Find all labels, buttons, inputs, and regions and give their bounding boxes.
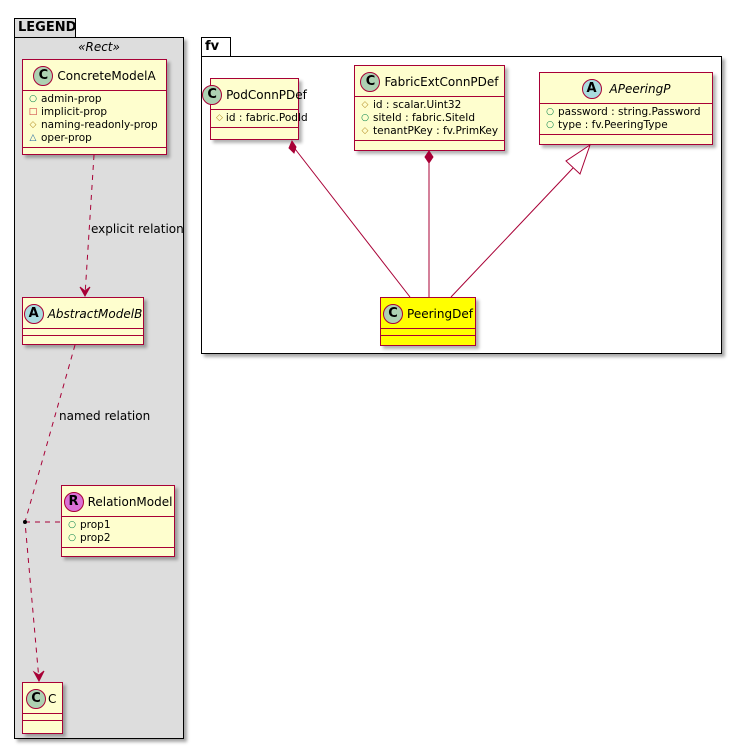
methods-compartment xyxy=(540,135,712,142)
class-badge-icon: C xyxy=(202,84,223,105)
field-text: type : fv.PeeringType xyxy=(558,119,668,131)
field-row: ◇ naming-readonly-prop xyxy=(28,119,161,132)
legend-package-tab: LEGEND xyxy=(14,18,76,38)
protected-visibility-icon: ◇ xyxy=(361,126,369,136)
field-text: siteId : fabric.SiteId xyxy=(373,112,476,124)
field-row: ○ prop2 xyxy=(67,532,169,545)
methods-compartment xyxy=(355,141,504,148)
fv-package-name: fv xyxy=(205,39,220,54)
class-name: APeeringP xyxy=(609,81,671,96)
field-text: tenantPKey : fv.PrimKey xyxy=(373,125,499,137)
fields-compartment xyxy=(23,714,62,721)
relation-badge-icon: R xyxy=(63,491,84,512)
field-row: ◇ tenantPKey : fv.PrimKey xyxy=(360,125,499,138)
protected-visibility-icon: ◇ xyxy=(29,120,37,130)
methods-compartment xyxy=(23,336,143,343)
class-c[interactable]: C C xyxy=(22,682,63,734)
class-name: ConcreteModelA xyxy=(57,68,156,83)
class-badge-icon: C xyxy=(26,688,46,709)
public-visibility-icon: ○ xyxy=(361,113,369,123)
methods-compartment xyxy=(23,148,166,155)
methods-compartment xyxy=(211,128,298,135)
class-badge-icon: C xyxy=(383,303,404,324)
fields-compartment xyxy=(23,329,143,336)
public-visibility-icon: ○ xyxy=(29,94,37,104)
field-text: password : string.Password xyxy=(558,106,701,118)
legend-stereotype: «Rect» xyxy=(78,40,120,54)
field-text: prop2 xyxy=(80,532,111,544)
private-visibility-icon: □ xyxy=(28,107,38,117)
class-abstract-model-b[interactable]: A AbstractModelB xyxy=(22,297,144,345)
class-badge-icon: C xyxy=(33,65,54,86)
methods-compartment xyxy=(62,548,174,555)
class-name: PodConnPDef xyxy=(226,87,307,102)
field-row: ◇ id : scalar.Uint32 xyxy=(360,99,499,112)
class-name: AbstractModelB xyxy=(47,306,143,321)
abstract-badge-icon: A xyxy=(23,303,44,324)
field-row: ○ siteId : fabric.SiteId xyxy=(360,112,499,125)
protected-visibility-icon: ◇ xyxy=(361,100,369,110)
class-name: RelationModel xyxy=(87,494,173,509)
field-row: △ oper-prop xyxy=(28,132,161,145)
class-name: FabricExtConnPDef xyxy=(384,74,499,89)
public-visibility-icon: ○ xyxy=(546,120,554,130)
abstract-badge-icon: A xyxy=(581,78,602,99)
field-row: ◇ id : fabric.PodId xyxy=(216,112,308,125)
class-name: C xyxy=(48,691,57,706)
protected-visibility-icon: ◇ xyxy=(216,113,223,123)
edge-label-explicit-relation: explicit relation xyxy=(91,222,184,236)
public-visibility-icon: ○ xyxy=(68,520,76,530)
public-visibility-icon: ○ xyxy=(546,107,554,117)
class-badge-icon: C xyxy=(360,71,381,92)
class-name: PeeringDef xyxy=(407,306,473,321)
field-text: admin-prop xyxy=(41,93,102,105)
field-text: id : fabric.PodId xyxy=(225,112,308,124)
methods-compartment xyxy=(381,336,475,343)
public-visibility-icon: ○ xyxy=(68,533,76,543)
class-fabric-ext-conn-p-def[interactable]: C FabricExtConnPDef ◇ id : scalar.Uint32… xyxy=(354,65,505,151)
class-concrete-model-a[interactable]: C ConcreteModelA ○ admin-prop □ implicit… xyxy=(22,59,167,155)
field-text: naming-readonly-prop xyxy=(41,119,158,131)
legend-package-name: LEGEND xyxy=(18,20,77,35)
field-row: ○ prop1 xyxy=(67,519,169,532)
field-text: prop1 xyxy=(80,519,111,531)
field-row: ○ admin-prop xyxy=(28,93,161,106)
field-row: □ implicit-prop xyxy=(28,106,161,119)
field-text: oper-prop xyxy=(41,132,92,144)
field-text: implicit-prop xyxy=(41,106,108,118)
field-row: ○ type : fv.PeeringType xyxy=(545,119,707,132)
fields-compartment xyxy=(381,329,475,336)
class-pod-conn-p-def[interactable]: C PodConnPDef ◇ id : fabric.PodId xyxy=(202,78,308,140)
class-peering-def[interactable]: C PeeringDef xyxy=(380,297,476,346)
edge-label-named-relation: named relation xyxy=(59,409,151,423)
field-text: id : scalar.Uint32 xyxy=(373,99,462,111)
field-row: ○ password : string.Password xyxy=(545,106,707,119)
class-relation-model[interactable]: R RelationModel ○ prop1 ○ prop2 xyxy=(61,485,175,557)
class-a-peering-p[interactable]: A APeeringP ○ password : string.Password… xyxy=(539,72,713,145)
fv-package-tab: fv xyxy=(201,37,231,57)
methods-compartment xyxy=(23,721,62,728)
package-visibility-icon: △ xyxy=(29,133,37,143)
